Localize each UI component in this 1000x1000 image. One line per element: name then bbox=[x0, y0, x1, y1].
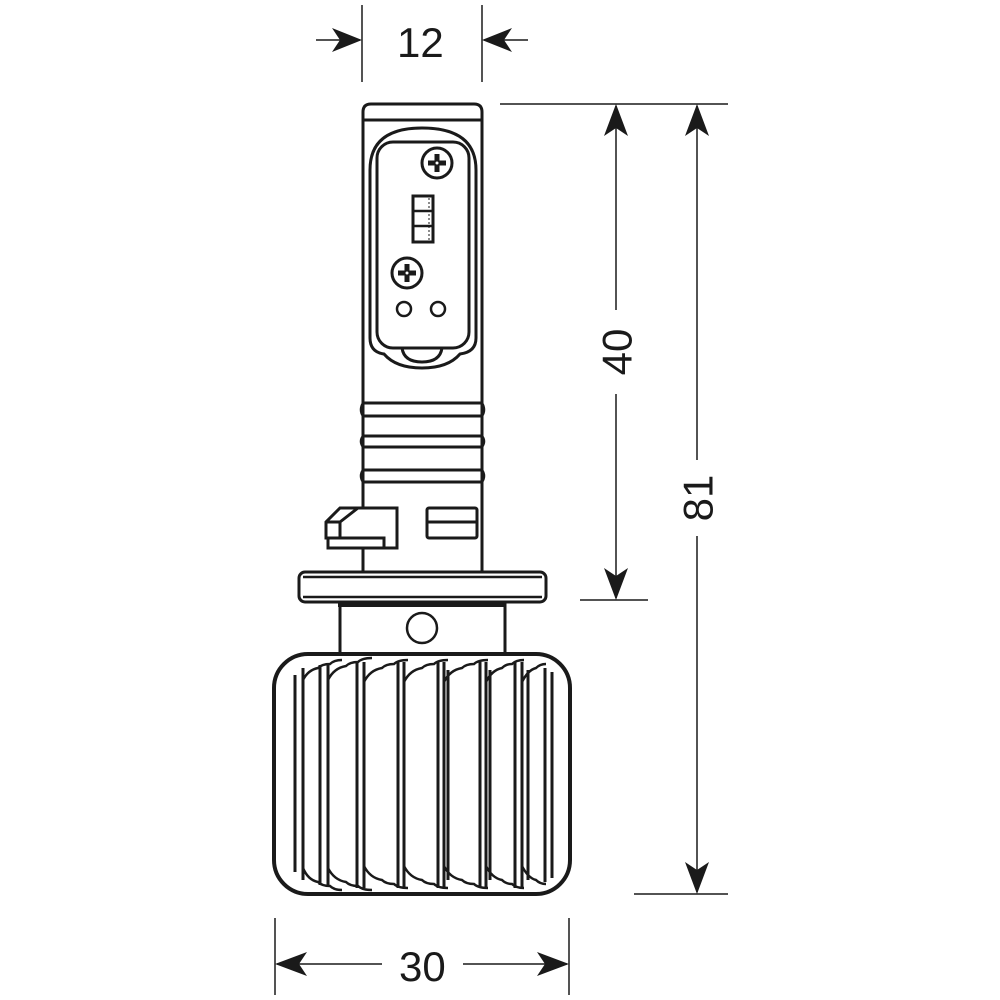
hole-icon bbox=[429, 300, 447, 318]
dimension-label-top-width: 12 bbox=[397, 19, 444, 66]
heatsink bbox=[272, 652, 572, 896]
screw-icon bbox=[390, 256, 424, 290]
bulb-head bbox=[361, 102, 484, 420]
dimension-overall-height bbox=[685, 104, 709, 894]
led-chip bbox=[411, 194, 435, 244]
dimension-head-height bbox=[604, 104, 628, 600]
dimension-right-extensions bbox=[500, 103, 728, 895]
locking-tab bbox=[324, 506, 399, 550]
dimension-label-head-height: 40 bbox=[593, 328, 641, 376]
hole-icon bbox=[395, 300, 413, 318]
neck-hole-icon bbox=[405, 611, 439, 645]
side-slot bbox=[425, 506, 479, 540]
dimension-base-width bbox=[274, 918, 570, 995]
dimension-label-base-width: 30 bbox=[399, 943, 446, 990]
bulb-flange bbox=[297, 570, 548, 607]
led-board bbox=[375, 140, 471, 350]
dimension-top-width bbox=[316, 5, 528, 82]
screw-icon bbox=[420, 146, 454, 180]
bulb-neck bbox=[338, 602, 507, 656]
dimension-label-overall-height: 81 bbox=[674, 474, 722, 522]
